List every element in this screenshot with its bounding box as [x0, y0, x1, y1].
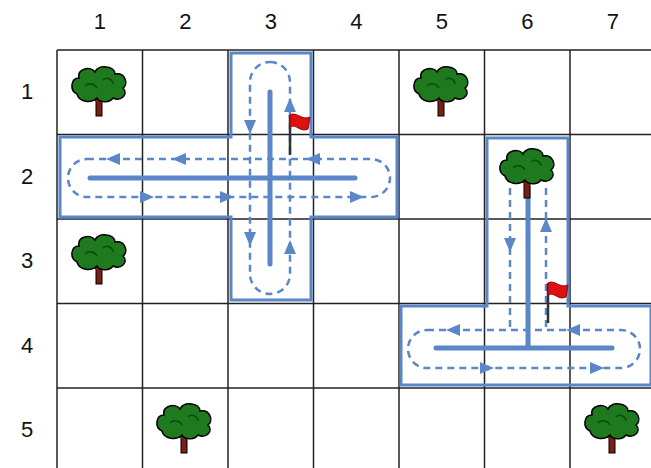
- column-number: 1: [94, 11, 106, 33]
- row-number: 3: [21, 250, 33, 272]
- column-number: 3: [265, 11, 277, 33]
- column-number: 2: [179, 11, 191, 33]
- row-number: 1: [21, 81, 33, 103]
- row-number: 5: [21, 419, 33, 441]
- row-number: 4: [21, 335, 33, 357]
- row-number: 2: [21, 166, 33, 188]
- column-number: 6: [521, 11, 533, 33]
- column-number: 4: [350, 11, 362, 33]
- column-number: 7: [607, 11, 619, 33]
- column-number: 5: [436, 11, 448, 33]
